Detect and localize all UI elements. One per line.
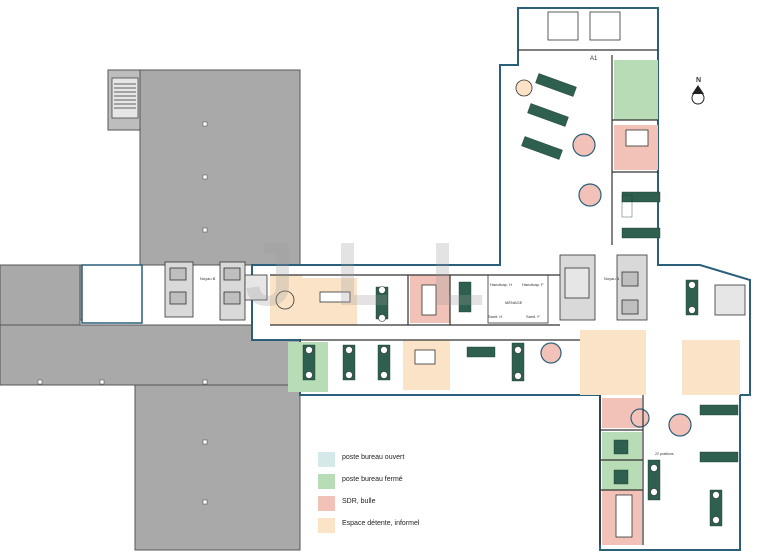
plan-labels: A1 Noyau B Noyau A Handicap. H Handicap.…: [200, 56, 674, 456]
round-tables: [275, 79, 692, 437]
legend-item-meeting-room: SDR, bulle: [318, 496, 478, 518]
legend-label-closed-desk: poste bureau fermé: [342, 476, 403, 483]
legend-label-relaxation: Espace détente, informel: [342, 520, 420, 527]
interior-walls: [270, 49, 658, 545]
positions-note: 22 positions: [655, 452, 674, 456]
legend-item-open-desk: poste bureau ouvert: [318, 452, 478, 474]
sanitary-label-1: Handicap. H: [490, 282, 512, 287]
core-b-label: Noyau B: [200, 276, 216, 281]
menage-label: MÉNAGE: [505, 300, 523, 305]
sanitary-label-3: Sanit. H: [488, 314, 502, 319]
north-arrow-icon: N: [691, 77, 705, 105]
legend-item-relaxation: Espace détente, informel: [318, 518, 478, 540]
chairs: [305, 281, 720, 524]
grey-wing-stairs: [111, 77, 139, 119]
legend-item-closed-desk: poste bureau fermé: [318, 474, 478, 496]
sanitary-label-4: Sanit. F: [526, 314, 540, 319]
sanitary-label-2: Handicap. F: [522, 282, 544, 287]
legend-swatch-meeting-room: [318, 496, 335, 511]
grey-wing-columns: [37, 121, 208, 505]
legend-swatch-open-desk: [318, 452, 335, 467]
legend-label-meeting-room: SDR, bulle: [342, 498, 376, 505]
legend-swatch-closed-desk: [318, 474, 335, 489]
wing-label: A1: [590, 56, 598, 62]
core-a-label: Noyau A: [604, 276, 619, 281]
meeting-tables: [319, 129, 649, 538]
legend: poste bureau ouvert poste bureau fermé S…: [318, 452, 478, 540]
legend-swatch-relaxation: [318, 518, 335, 533]
cores: [81, 11, 746, 324]
legend-label-open-desk: poste bureau ouvert: [342, 454, 405, 461]
north-label: N: [696, 77, 701, 84]
watermark: JLL: [245, 225, 525, 325]
